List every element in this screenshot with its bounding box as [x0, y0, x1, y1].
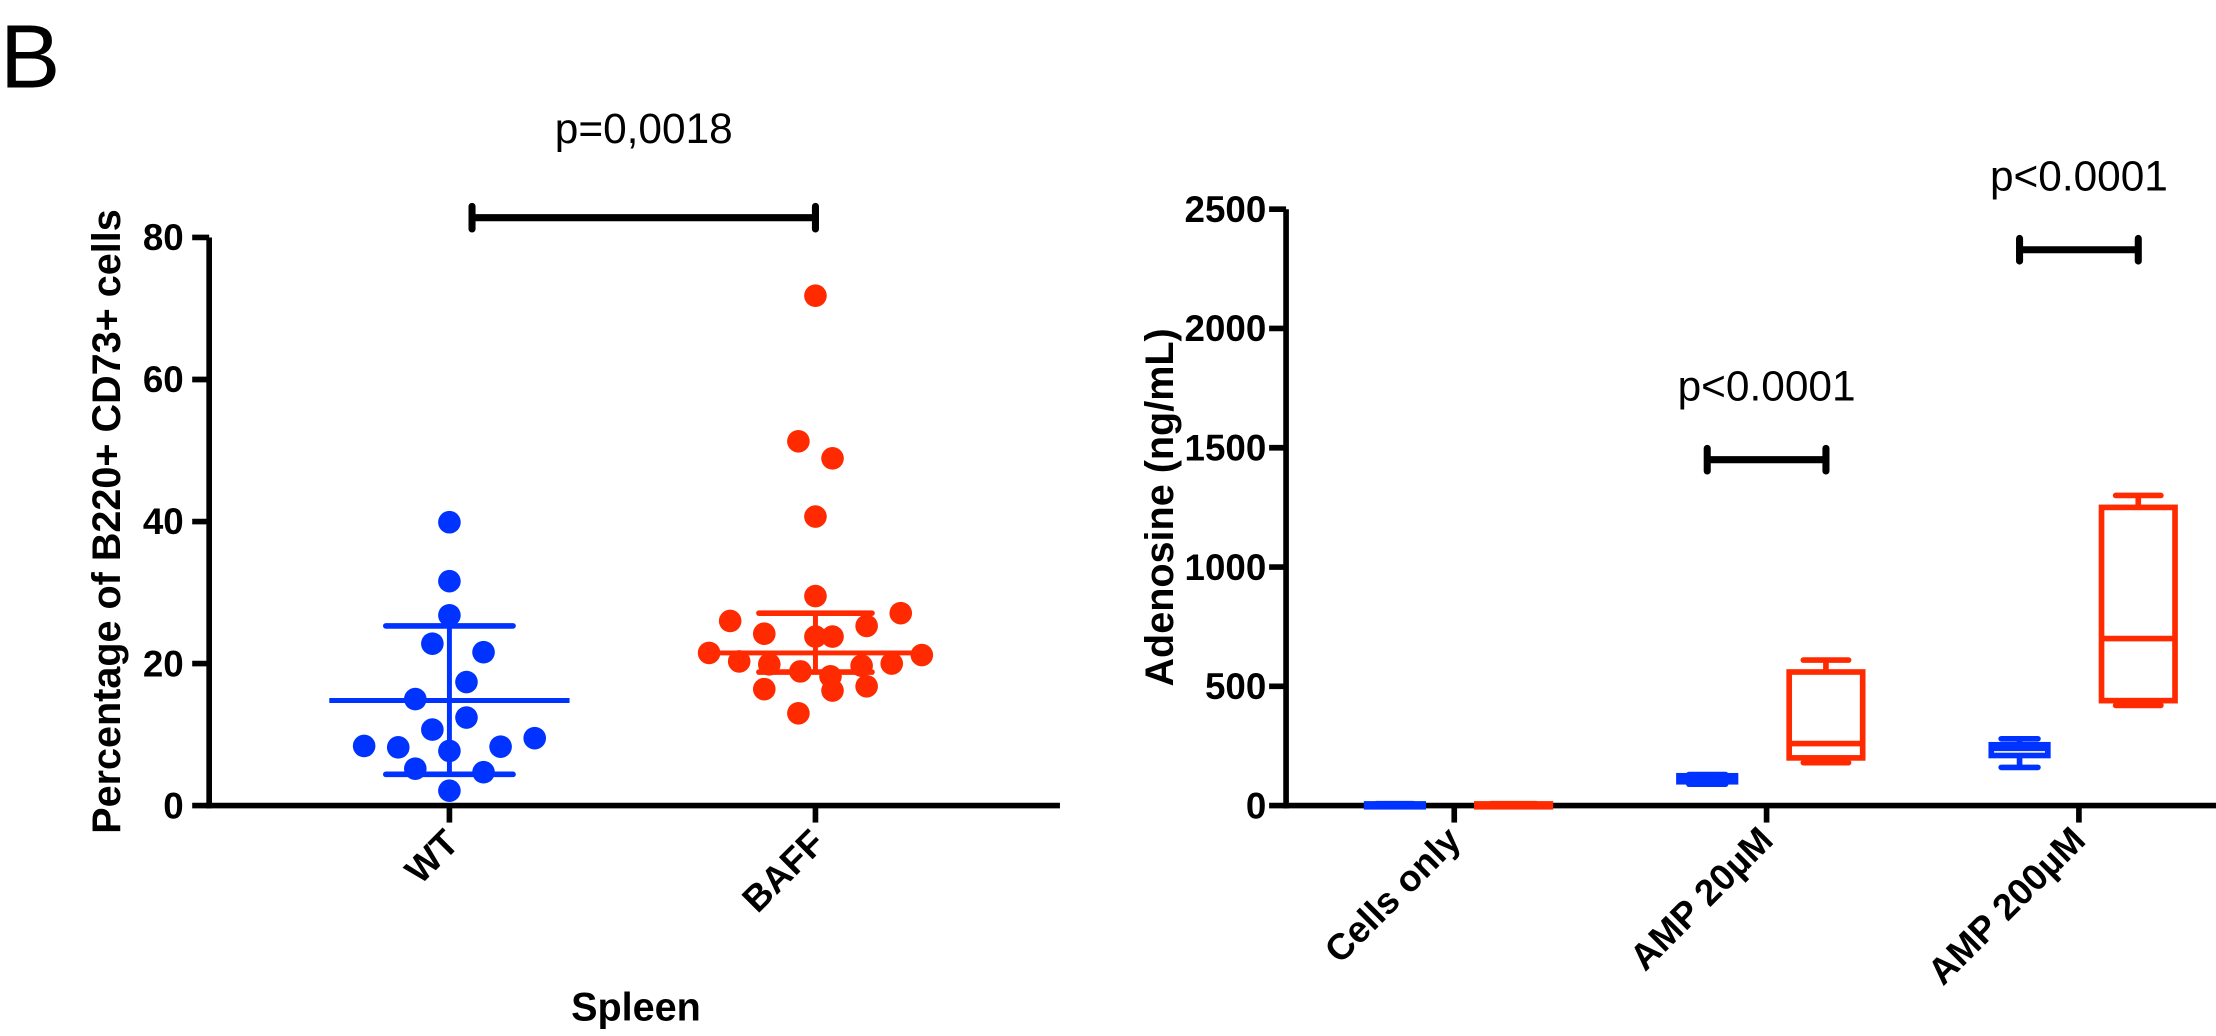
- data-point-baff: [727, 650, 751, 673]
- data-point-baff: [787, 701, 810, 725]
- data-point-baff: [804, 284, 827, 308]
- data-point-wt: [489, 735, 512, 758]
- data-point-baff: [718, 609, 742, 633]
- y-tick-label: 0: [163, 785, 183, 826]
- data-point-baff: [889, 601, 913, 625]
- x-tick-label: Cells only: [1317, 819, 1469, 971]
- data-point-baff: [804, 584, 827, 608]
- data-point-wt: [455, 706, 478, 729]
- data-point-wt: [455, 670, 478, 694]
- panel-label: B: [0, 7, 60, 108]
- y-axis-title: Adenosine (ng/mL): [1138, 328, 1182, 686]
- data-point-baff: [821, 625, 844, 648]
- y-tick-label: 80: [143, 217, 184, 258]
- x-axis-title: Spleen: [571, 985, 701, 1029]
- significance-bracket: [2016, 234, 2142, 265]
- data-point-baff: [855, 674, 878, 698]
- significance-bracket: [1703, 444, 1830, 475]
- data-point-wt: [386, 736, 410, 759]
- data-point-baff: [821, 679, 844, 702]
- box-baff: [2098, 504, 2178, 704]
- p-value-label: p<0.0001: [1990, 152, 2168, 199]
- data-point-wt: [421, 632, 444, 655]
- data-point-wt: [438, 603, 461, 627]
- data-point-baff: [855, 614, 878, 638]
- x-tick-label: BAFF: [734, 822, 832, 920]
- significance-bracket: [468, 202, 819, 233]
- data-point-baff: [752, 622, 776, 646]
- y-tick-label: 1500: [1185, 427, 1267, 468]
- p-value-label: p<0.0001: [1678, 362, 1856, 409]
- y-tick-label: 500: [1205, 666, 1266, 707]
- data-point-wt: [523, 726, 547, 750]
- scatter-chart-spleen: Percentage of B220+ CD73+ cells Spleen 0…: [85, 105, 1060, 1029]
- y-tick-label: 20: [143, 643, 184, 684]
- y-tick-label: 1000: [1185, 547, 1267, 588]
- data-point-wt: [472, 640, 495, 664]
- y-tick-label: 0: [1246, 785, 1266, 826]
- data-point-baff: [752, 677, 776, 701]
- y-tick-label: 2000: [1185, 308, 1267, 349]
- data-point-baff: [821, 447, 844, 470]
- data-point-wt: [438, 569, 461, 593]
- x-tick-label: AMP 200µM: [1920, 819, 2093, 992]
- data-point-wt: [438, 510, 461, 534]
- data-point-wt: [352, 734, 376, 758]
- data-point-baff: [880, 652, 904, 675]
- y-axis-title: Percentage of B220+ CD73+ cells: [85, 209, 129, 834]
- data-point-wt: [438, 779, 461, 802]
- data-point-baff: [804, 505, 827, 528]
- data-point-wt: [421, 718, 444, 741]
- y-tick-label: 60: [143, 359, 184, 400]
- y-tick-label: 2500: [1185, 189, 1267, 230]
- data-point-baff: [787, 429, 810, 453]
- x-tick-label: AMP 20µM: [1622, 819, 1781, 978]
- y-tick-label: 40: [143, 501, 184, 542]
- p-value-label: p=0,0018: [555, 105, 733, 152]
- x-tick-label: WT: [397, 821, 467, 891]
- box-chart-adenosine: Adenosine (ng/mL) 0 500 1000 1500 2000 2500Ce…: [1138, 152, 2216, 992]
